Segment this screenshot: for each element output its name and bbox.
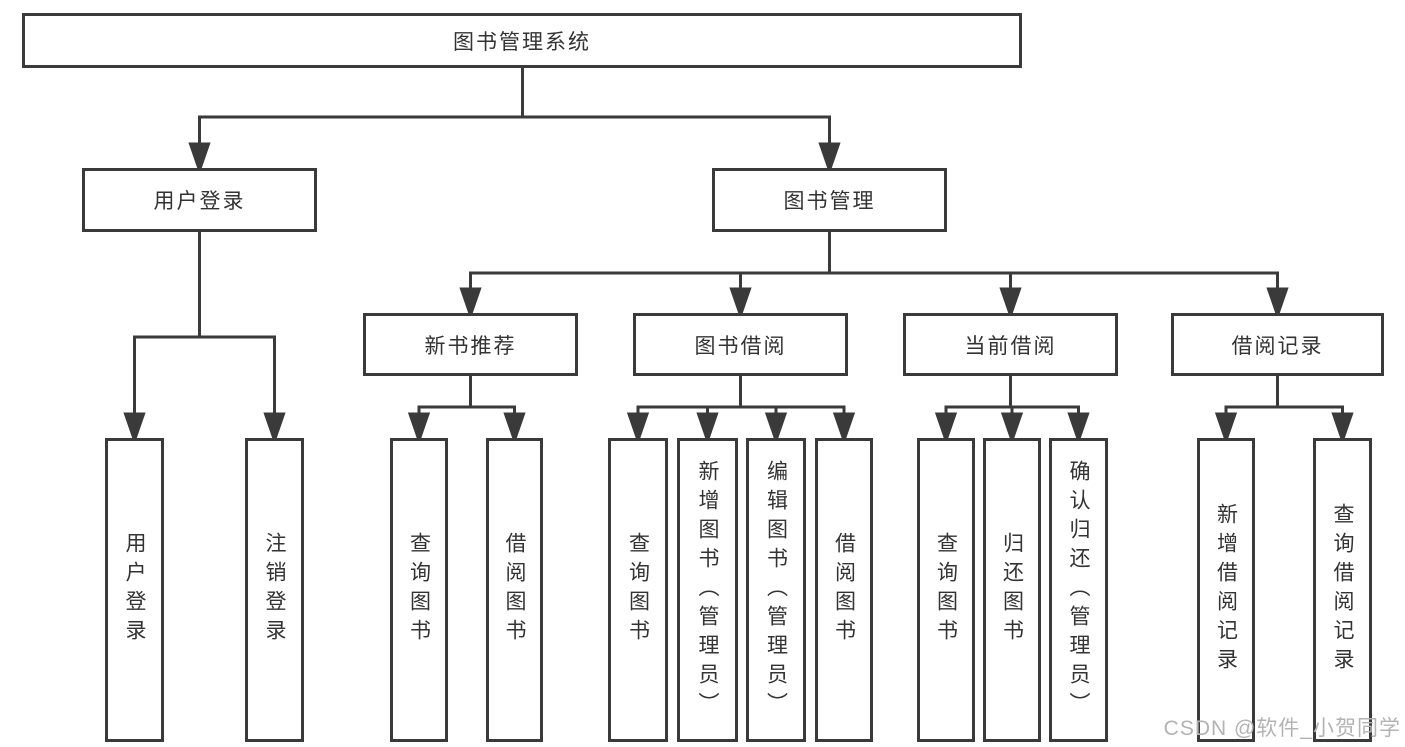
node-recommend-query-books: 查询图书 <box>390 438 448 742</box>
node-label: 图书借阅 <box>694 334 787 358</box>
node-label: 确认归还（管理员） <box>1067 459 1091 721</box>
node-user-login-action: 用户登录 <box>105 438 164 742</box>
node-add-borrow-record: 新增借阅记录 <box>1197 438 1255 742</box>
csdn-watermark: CSDN @软件_小贺同学 <box>1163 717 1401 740</box>
node-label: 查询图书 <box>407 532 431 648</box>
node-current-query-books: 查询图书 <box>917 438 975 742</box>
node-borrow-books: 借阅图书 <box>815 438 873 742</box>
node-current-borrow: 当前借阅 <box>903 313 1118 376</box>
node-label: 图书管理 <box>783 190 876 213</box>
node-book-borrow: 图书借阅 <box>633 313 848 376</box>
node-label: 图书管理系统 <box>453 30 591 54</box>
node-query-borrow-record: 查询借阅记录 <box>1313 438 1372 742</box>
node-label: 当前借阅 <box>964 334 1057 358</box>
node-label: 归还图书 <box>1000 532 1024 648</box>
node-confirm-return-admin: 确认归还（管理员） <box>1049 438 1108 742</box>
node-borrow-query-books: 查询图书 <box>608 438 668 742</box>
node-label: 借阅图书 <box>503 532 527 648</box>
node-logout: 注销登录 <box>245 438 304 742</box>
node-label: 借阅图书 <box>832 532 856 648</box>
node-label: 查询图书 <box>934 532 958 648</box>
node-label: 查询借阅记录 <box>1331 503 1355 677</box>
node-label: 新增图书（管理员） <box>696 459 720 721</box>
node-library-management-system: 图书管理系统 <box>22 13 1022 68</box>
node-edit-books-admin: 编辑图书（管理员） <box>746 438 806 742</box>
node-return-books: 归还图书 <box>983 438 1041 742</box>
node-label: 注销登录 <box>263 532 287 648</box>
node-recommend-borrow-books: 借阅图书 <box>486 438 543 742</box>
node-label: 编辑图书（管理员） <box>764 459 788 721</box>
node-borrow-records: 借阅记录 <box>1171 313 1384 376</box>
node-label: 查询图书 <box>626 532 650 648</box>
node-new-book-recommend: 新书推荐 <box>363 313 578 376</box>
node-book-management: 图书管理 <box>712 168 947 232</box>
node-label: 借阅记录 <box>1231 334 1324 358</box>
node-add-books-admin: 新增图书（管理员） <box>677 438 738 742</box>
node-label: 新书推荐 <box>424 334 517 358</box>
node-label: 新增借阅记录 <box>1214 503 1238 677</box>
node-user-login: 用户登录 <box>82 168 317 232</box>
node-label: 用户登录 <box>153 190 246 213</box>
node-label: 用户登录 <box>123 532 147 648</box>
